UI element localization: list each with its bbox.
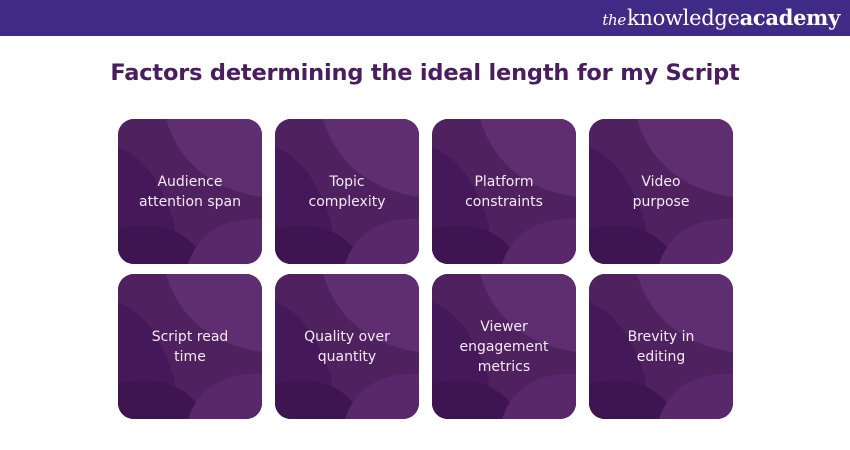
factor-label: Brevity in editing — [595, 274, 727, 419]
factor-card: Quality over quantity — [275, 274, 419, 419]
factor-label: Topic complexity — [281, 119, 413, 264]
factor-label-line: constraints — [465, 193, 543, 210]
factor-card: Topic complexity — [275, 119, 419, 264]
factor-label-line: Quality over — [304, 328, 390, 345]
header-bar: theknowledgeacademy — [0, 0, 850, 36]
factor-label-line: Audience — [157, 173, 223, 190]
wave-pattern-icon — [589, 274, 733, 419]
factor-label: Platform constraints — [438, 119, 570, 264]
wave-pattern-icon — [432, 274, 576, 419]
factor-label-line: editing — [636, 348, 686, 365]
factor-label-line: Video — [641, 173, 681, 190]
factor-label-line: Brevity in — [627, 328, 695, 345]
brand-main: knowledge — [626, 6, 740, 30]
factor-label-line: Platform — [474, 173, 534, 190]
wave-pattern-icon — [118, 274, 262, 419]
factor-label-line: Viewer — [480, 318, 528, 335]
page-title: Factors determining the ideal length for… — [110, 60, 740, 86]
wave-pattern-icon — [275, 119, 419, 264]
factor-label-line: Script read — [151, 328, 229, 345]
factor-label: Script read time — [124, 274, 256, 419]
factor-label-line: time — [174, 348, 206, 365]
wave-pattern-icon — [275, 274, 419, 419]
wave-pattern-icon — [432, 119, 576, 264]
factor-label-line: metrics — [477, 358, 531, 375]
wave-pattern-icon — [118, 119, 262, 264]
brand-prefix: the — [602, 11, 626, 29]
factor-label: Video purpose — [595, 119, 727, 264]
wave-pattern-icon — [589, 119, 733, 264]
factor-card: Audience attention span — [118, 119, 262, 264]
factor-label: Viewer engagement metrics — [438, 274, 570, 419]
factor-label: Quality over quantity — [281, 274, 413, 419]
factor-label: Audience attention span — [124, 119, 256, 264]
factor-label-line: purpose — [632, 193, 690, 210]
factor-label-line: complexity — [308, 193, 386, 210]
factor-label-line: quantity — [317, 348, 377, 365]
factor-card: Video purpose — [589, 119, 733, 264]
factor-label-line: engagement — [459, 338, 549, 355]
factor-card: Brevity in editing — [589, 274, 733, 419]
factor-card: Platform constraints — [432, 119, 576, 264]
brand-logo[interactable]: theknowledgeacademy — [602, 5, 840, 30]
brand-suffix: academy — [739, 5, 841, 30]
factor-label-line: attention span — [139, 193, 241, 210]
factor-card: Viewer engagement metrics — [432, 274, 576, 419]
factor-label-line: Topic — [329, 173, 365, 190]
factor-card: Script read time — [118, 274, 262, 419]
